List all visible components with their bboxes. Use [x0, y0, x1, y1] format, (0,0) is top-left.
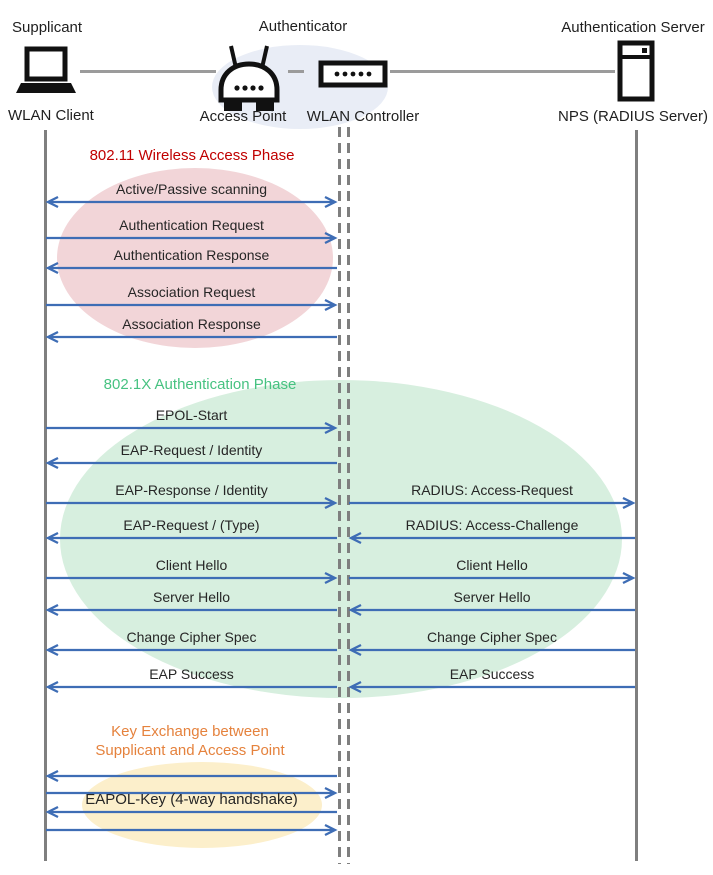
- node-label-access-point: Access Point: [199, 108, 287, 125]
- message-arrow: [348, 603, 635, 617]
- message-arrow: [45, 680, 337, 694]
- message-arrow: [46, 421, 338, 435]
- message-label: EAPOL-Key (4-way handshake): [85, 791, 298, 808]
- node-label-wlan-controller: WLAN Controller: [306, 108, 420, 125]
- phase3-title-line1: Key Exchange between: [111, 723, 269, 740]
- message-arrow: [46, 231, 338, 245]
- message-arrow: [45, 769, 337, 783]
- phase3-title-line2: Supplicant and Access Point: [95, 742, 285, 759]
- message-label: EAP Success: [149, 666, 234, 682]
- access-point-icon: [218, 45, 280, 111]
- message-arrow: [45, 643, 337, 657]
- message-label: Association Response: [122, 316, 261, 332]
- connector-client-ap: [80, 70, 216, 73]
- message-arrow: [45, 195, 338, 209]
- message-arrow: [45, 456, 337, 470]
- message-arrow: [45, 805, 337, 819]
- connector-ap-controller: [288, 70, 304, 73]
- message-arrow: [348, 531, 635, 545]
- message-arrow: [46, 571, 338, 585]
- wlan-controller-icon: [318, 60, 388, 88]
- message-arrow: [46, 298, 338, 312]
- supplicant-lifeline: [44, 130, 47, 861]
- phase1-title: 802.11 Wireless Access Phase: [89, 147, 295, 164]
- message-arrow: [349, 496, 636, 510]
- message-label: Authentication Response: [113, 247, 270, 263]
- message-label: Active/Passive scanning: [116, 181, 267, 197]
- node-label-wlan-client: WLAN Client: [8, 107, 94, 124]
- message-arrow: [45, 330, 337, 344]
- node-label-nps: NPS (RADIUS Server): [557, 108, 709, 125]
- message-label: Client Hello: [155, 557, 228, 573]
- message-label: EAP-Response / Identity: [115, 482, 268, 498]
- laptop-icon: [16, 46, 76, 93]
- server-lifeline: [635, 130, 638, 861]
- message-label: EAP-Request / Identity: [120, 442, 263, 458]
- message-arrow: [45, 261, 337, 275]
- message-label: Client Hello: [456, 557, 528, 573]
- message-label: Authentication Request: [119, 217, 264, 233]
- message-label: Server Hello: [453, 589, 531, 605]
- message-label: EAP Success: [449, 666, 535, 682]
- message-label: Change Cipher Spec: [126, 629, 257, 645]
- message-arrow: [349, 571, 636, 585]
- message-arrow: [45, 531, 337, 545]
- message-label: Change Cipher Spec: [427, 629, 557, 645]
- phase2-title: 802.1X Authentication Phase: [103, 376, 297, 393]
- message-arrow: [348, 680, 635, 694]
- role-label-authentication-server: Authentication Server: [561, 19, 705, 36]
- message-arrow: [46, 823, 338, 837]
- authenticator-lifeline-left: [338, 127, 341, 864]
- authenticator-lifeline-right: [347, 127, 350, 864]
- phase3-title: Key Exchange between Supplicant and Acce…: [95, 722, 284, 760]
- role-label-supplicant: Supplicant: [12, 19, 83, 36]
- message-arrow: [46, 496, 338, 510]
- message-label: Association Request: [127, 284, 256, 300]
- server-icon: [617, 40, 655, 102]
- message-label: RADIUS: Access-Challenge: [405, 517, 579, 533]
- message-label: RADIUS: Access-Request: [411, 482, 573, 498]
- connector-controller-server: [390, 70, 615, 73]
- message-label: Server Hello: [152, 589, 231, 605]
- message-label: EAP-Request / (Type): [123, 517, 260, 533]
- message-arrow: [45, 603, 337, 617]
- message-arrow: [46, 786, 338, 800]
- phase1-ellipse: [57, 168, 333, 348]
- message-label: EPOL-Start: [155, 407, 228, 423]
- message-arrow: [348, 643, 635, 657]
- role-label-authenticator: Authenticator: [258, 18, 348, 35]
